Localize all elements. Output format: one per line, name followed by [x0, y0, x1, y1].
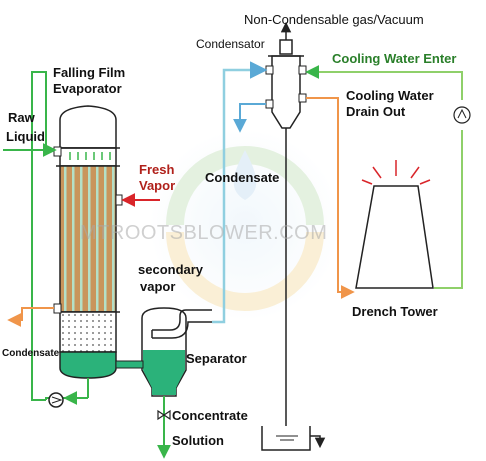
cooling-water-drain-label-1: Cooling Water: [346, 88, 434, 103]
cooling-water-enter-line: [305, 65, 463, 100]
secondary-vapor-label-2: vapor: [140, 279, 176, 294]
separator-label: Separator: [186, 351, 247, 366]
secondary-vapor-label-1: secondary: [138, 262, 204, 277]
background-logo: [150, 130, 340, 320]
falling-film-label-1: Falling Film: [53, 65, 126, 80]
condensator-label: Condensator: [196, 37, 265, 51]
concentrate-label-2: Solution: [172, 433, 224, 448]
drench-tower: [355, 160, 434, 289]
separator-vessel: [115, 307, 212, 397]
non-condensable-label: Non-Condensable gas/Vacuum: [244, 12, 424, 27]
condensate-left-label: Condensate: [2, 348, 60, 359]
secondary-vapor-line: [212, 61, 268, 324]
cooling-water-enter-label: Cooling Water Enter: [332, 51, 457, 66]
fresh-vapor-label-1: Fresh: [139, 162, 175, 177]
watermark-text: MTROOTSBLOWER.COM: [80, 222, 328, 244]
outlet-valve-icon: [157, 409, 171, 421]
fresh-vapor-label-2: Vapor: [139, 178, 176, 193]
recirculation-line: [31, 71, 47, 401]
raw-liquid-label-2: Liquid: [6, 129, 45, 144]
drench-tower-label: Drench Tower: [352, 304, 438, 319]
concentrate-label-1: Concentrate: [172, 408, 248, 423]
condensator-vessel: [265, 39, 307, 426]
condensate-mid-line: [233, 103, 266, 133]
cooling-pump-icon: [453, 106, 471, 124]
falling-film-evaporator: [53, 105, 123, 379]
cooling-water-drain-line: [306, 97, 355, 299]
condensate-drain-tank: [261, 426, 326, 451]
raw-liquid-label-1: Raw: [8, 110, 35, 125]
cooling-water-drain-label-2: Drain Out: [346, 104, 406, 119]
condensate-left-line: [7, 307, 54, 327]
falling-film-label-2: Evaporator: [53, 81, 122, 96]
condensate-mid-label: Condensate: [205, 170, 280, 185]
circulation-pump-icon: [48, 392, 64, 408]
